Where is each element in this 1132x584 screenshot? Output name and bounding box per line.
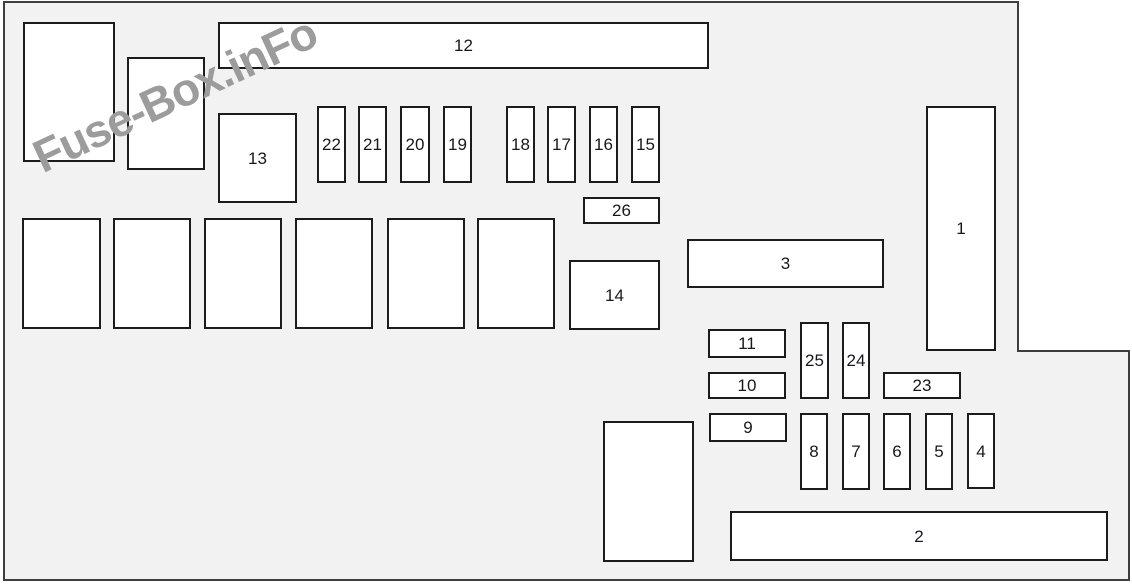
fuse-label-1: 1 [956,219,966,238]
fuse-box-16: 16 [589,106,618,183]
component-box-top-left-2 [127,57,205,170]
fuse-label-17: 17 [552,135,571,154]
fuse-label-20: 20 [405,135,425,154]
fuse-label-14: 14 [605,285,624,305]
fuse-label-23: 23 [912,376,932,395]
fuse-label-18: 18 [511,135,530,154]
fuse-label-21: 21 [363,135,382,154]
fuse-box-21: 21 [358,106,387,183]
fuse-label-6: 6 [892,442,902,461]
fuse-box-6: 6 [883,413,911,490]
fuse-box-18: 18 [506,106,535,183]
component-box-row-4 [295,218,373,329]
fuse-label-5: 5 [934,442,944,461]
component-box-bottom [603,421,694,562]
component-box-top-left-1 [23,22,115,162]
component-box-row-1 [22,218,101,329]
fuse-label-24: 24 [846,351,866,370]
fuse-box-2: 2 [730,511,1108,561]
fuse-box-13: 13 [218,113,297,203]
fuse-label-13: 13 [248,148,267,168]
fuse-box-17: 17 [547,106,576,183]
fuse-label-19: 19 [448,135,467,154]
fuse-label-4: 4 [976,441,986,461]
fuse-box-26: 26 [583,197,660,224]
fuse-box-24: 24 [842,322,870,399]
fuse-box-9: 9 [709,413,787,442]
fuse-box-19: 19 [443,106,472,183]
fuse-box-1: 1 [926,106,996,351]
fuse-label-12: 12 [454,36,473,55]
fuse-box-23: 23 [883,372,961,399]
fuse-label-11: 11 [738,334,756,353]
fuse-box-8: 8 [800,413,828,490]
fuse-label-3: 3 [780,254,791,273]
fuse-label-25: 25 [805,351,824,370]
fuse-box-4: 4 [967,413,995,489]
fuse-box-10: 10 [708,372,786,399]
fuse-box-11: 11 [708,329,786,358]
fuse-box-7: 7 [842,413,870,490]
fuse-label-7: 7 [851,442,861,461]
fuse-box-25: 25 [800,322,829,399]
fuse-box-22: 22 [317,106,346,183]
fuse-box-5: 5 [925,413,953,490]
fuse-box-15: 15 [631,106,660,183]
component-box-row-6 [477,218,555,329]
component-box-row-5 [387,218,465,329]
component-box-row-2 [113,218,191,329]
fuse-label-15: 15 [636,135,655,154]
component-box-row-3 [204,218,282,329]
fuse-label-8: 8 [809,442,819,461]
fuse-label-2: 2 [914,526,924,546]
fuse-box-12: 12 [218,22,709,69]
fuse-label-26: 26 [612,201,631,220]
fuse-box-20: 20 [400,106,430,183]
fuse-box-14: 14 [569,260,660,330]
fuse-label-16: 16 [594,135,613,154]
fuse-label-10: 10 [737,376,757,395]
fuse-label-9: 9 [743,418,753,437]
fuse-box-3: 3 [687,239,884,288]
fuse-label-22: 22 [322,135,341,154]
